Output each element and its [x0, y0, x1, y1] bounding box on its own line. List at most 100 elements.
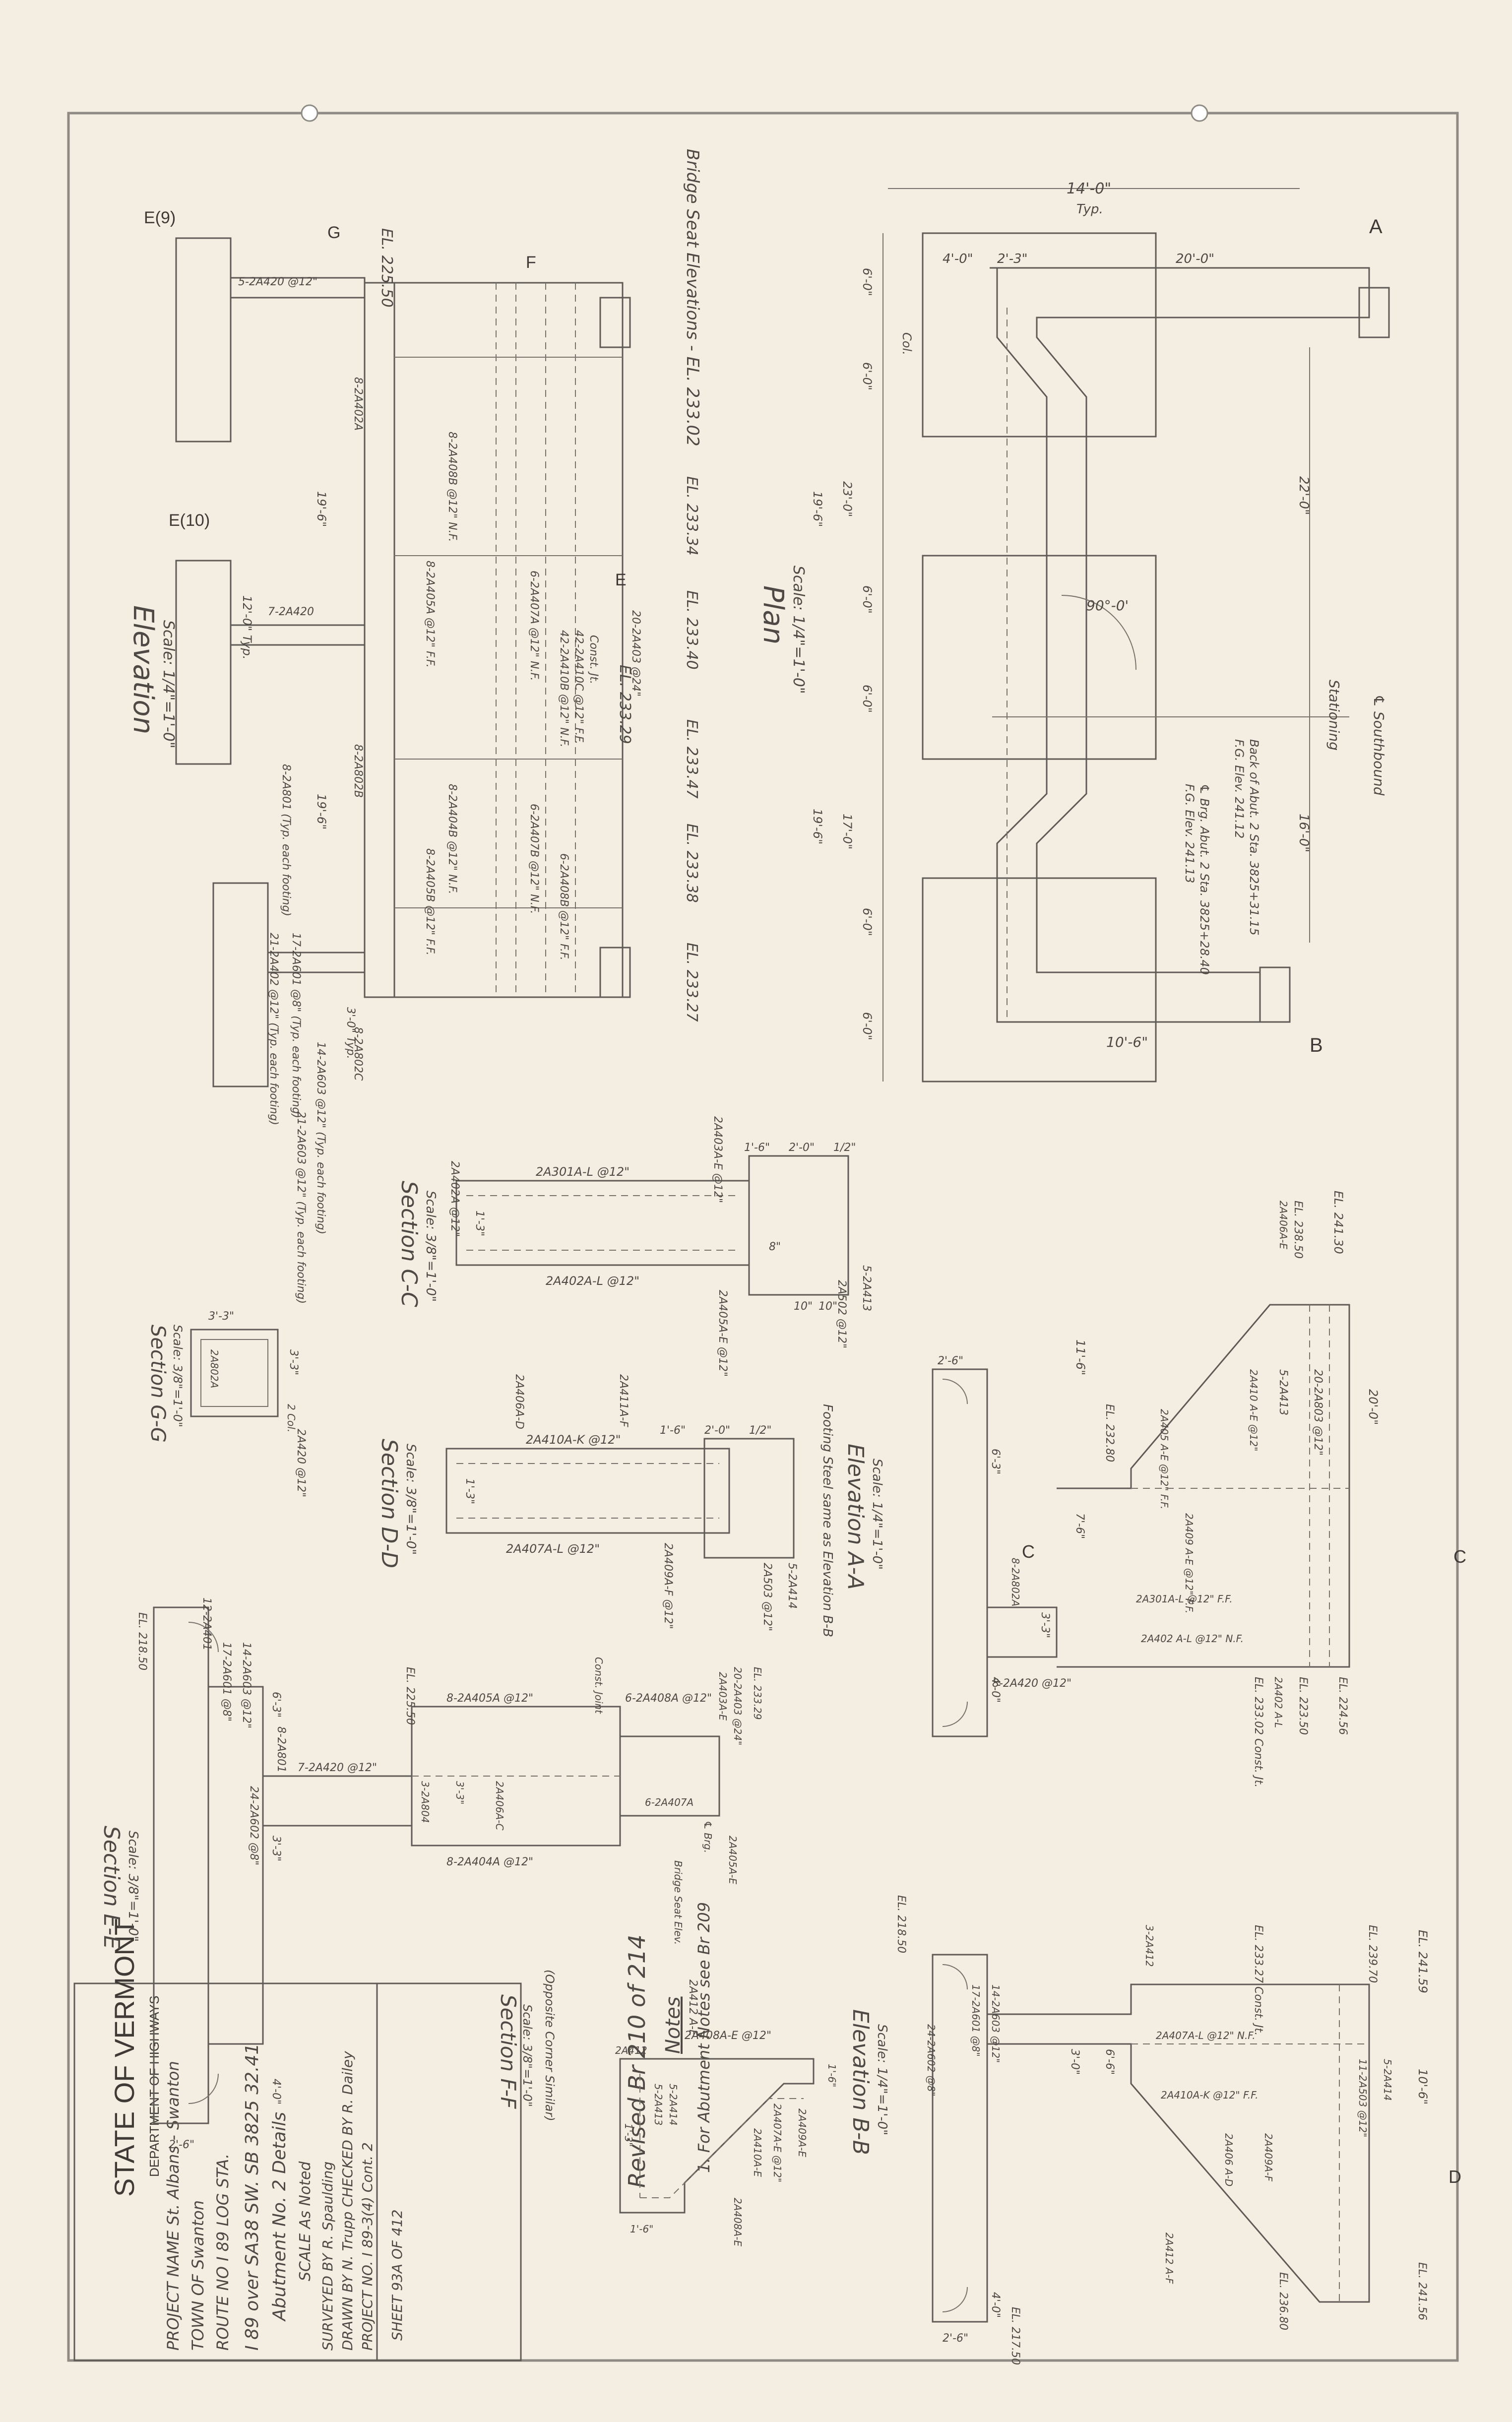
plan-col: Col.: [900, 332, 914, 355]
detail-label: 2A405A-E @12": [716, 1290, 729, 1377]
detail-label: 2A403A-E: [717, 1672, 729, 1721]
detail-label: 1'-6": [660, 1424, 686, 1437]
elevation-bb-scale: Scale: 1/4"=1'-0": [875, 2024, 889, 2135]
plan-dim: 17'-0": [840, 814, 854, 849]
section-ee-scale: Scale: 3/8"=1'-0": [126, 1831, 140, 1942]
detail-label: 1'-3": [463, 1478, 476, 1504]
bb-label: 2A412 A-F: [1163, 2232, 1175, 2284]
detail-label: 2A301A-L @12": [536, 1165, 630, 1179]
aa-label: 8-2A802A: [1009, 1558, 1021, 1606]
plan-dim: 19'-6": [811, 491, 824, 527]
bar-label: 8-2A405B @12" F.F.: [424, 848, 436, 956]
title-route: ROUTE NO I 89 LOG STA.: [213, 2154, 232, 2351]
bar-label: 5-2A420 @12": [238, 276, 317, 288]
section-mark-e: E: [615, 571, 627, 589]
el-top: EL. 225.50: [378, 228, 395, 308]
plan-dim: 4'-0": [943, 252, 973, 266]
detail-label: 2A420 @12": [295, 1429, 307, 1497]
section-dd-scale: Scale: 3/8"=1'-0": [403, 1444, 418, 1555]
bar-label: 8-2A404B @12" N.F.: [446, 784, 458, 894]
bar-label: 8-2A801 (Typ. each footing): [280, 764, 292, 916]
bb-label: 2A410A-K @12" F.F.: [1161, 2089, 1259, 2101]
section-gg-scale: Scale: 3/8"=1'-0": [171, 1325, 185, 1427]
plan-left-dims: 6'-0" 6'-0" 19'-6" 23'-0" 6'-0" 6'-0" 19…: [811, 268, 1387, 1040]
plan-back-abut: Back of Abut. 2 Sta. 3825+31.15: [1247, 739, 1261, 936]
aa-label: 4'-0": [989, 1677, 1002, 1703]
detail-label: 6-2A408A @12": [625, 1692, 712, 1705]
detail-label: EL. 233.29: [752, 1667, 763, 1720]
section-dd-title: Section D-D: [377, 1439, 402, 1568]
section-mark-a: A: [1369, 216, 1383, 238]
section-ff-title: Section F-F: [496, 1994, 520, 2109]
plan-fg-elev-1: F.G. Elev. 241.12: [1232, 739, 1246, 838]
bar-label: 17-2A601 @8" (Typ. each footing): [290, 933, 302, 1118]
bar-label: 8-2A402A: [352, 377, 364, 431]
title-surveyed: SURVEYED BY R. Spaulding: [319, 2162, 336, 2351]
bb-label: EL. 233.27 Const. Jt.: [1252, 1925, 1264, 2036]
detail-label: 8-2A801: [275, 1726, 287, 1773]
detail-label: 2'-6": [169, 2139, 194, 2151]
elevation-aa-scale: Scale: 1/4"=1'-0": [870, 1459, 884, 1570]
bar-label: 8-2A405A @12" F.F.: [424, 561, 436, 668]
section-mark-f: F: [526, 253, 536, 272]
detail-label: 2'-0": [704, 1424, 730, 1437]
detail-label: 2 Col.: [285, 1404, 297, 1432]
detail-label: 8-2A404A @12": [446, 1856, 533, 1868]
detail-label: 2A409A-F @12": [662, 1543, 674, 1629]
bb-label: EL. 241.59: [1416, 1930, 1430, 1993]
plan-brg-abut: ℄ Brg. Abut. 2 Sta. 3825+28.40: [1197, 784, 1211, 975]
bridge-seat-note: Bridge Seat Elevations - EL. 233.02: [683, 149, 702, 446]
bar-label: 8-2A802B: [352, 744, 364, 798]
bb-label: EL. 217.50: [1009, 2307, 1021, 2365]
elevation-title: Elevation: [127, 605, 159, 734]
aa-label: 11'-6": [1073, 1339, 1087, 1375]
plan-dim: 6'-0": [860, 1012, 874, 1040]
plan-typ: Typ.: [1076, 202, 1103, 217]
plan-dim: 23'-0": [840, 481, 854, 517]
detail-label: 10": [794, 1300, 813, 1313]
section-ee-upper: EL. 225.50 8-2A405A @12" 7-2A420 @12" 3-…: [298, 1657, 763, 1945]
bar-label: 20-2A403 @24": [630, 610, 642, 697]
bar-label: 14-2A603 @12" (Typ. each footing): [315, 1042, 327, 1234]
detail-label: 3'-3": [287, 1349, 300, 1375]
aa-label: EL. 238.50: [1292, 1201, 1304, 1259]
plan-dim: 6'-0": [860, 908, 874, 936]
dim-label: 3'-0" Typ.: [344, 1007, 357, 1059]
plan-scale: Scale: 1/4"=1'-0": [790, 566, 807, 694]
section-dd: 2A406A-D 2A411A-F 2A410A-K @12" 2A407A-L…: [445, 1374, 798, 1631]
section-ee-title: Section E-E: [99, 1826, 124, 1949]
el-value: EL. 233.29: [616, 665, 633, 744]
stamp-e9: E(9): [144, 208, 176, 227]
section-mark-c-right: C: [1453, 1546, 1466, 1567]
stamp-e10: E(10): [169, 511, 210, 530]
detail-label: 3'-3": [270, 1836, 282, 1861]
title-project-name: PROJECT NAME St. Albans - Swanton: [164, 2061, 183, 2351]
plan-title: Plan: [757, 585, 789, 644]
bar-label: 8-2A802C: [352, 1027, 364, 1081]
detail-label: EL. 218.50: [136, 1612, 148, 1670]
bb-label: 2A407A-L @12" N.F.: [1156, 2030, 1256, 2041]
elevation-view: G F E E(9) E(10): [144, 208, 631, 1087]
section-mark-c-left: C: [1022, 1541, 1035, 1562]
detail-label: EL. 225.50: [404, 1667, 416, 1725]
title-abutment: Abutment No. 2 Details: [269, 2112, 290, 2322]
elevation-aa-title: Elevation A-A: [843, 1444, 868, 1590]
aa-label: 5-2A413: [1277, 1369, 1289, 1415]
detail-label: 3'-3": [454, 1781, 466, 1804]
bar-label: 21-2A603 @12" (Typ. each footing): [295, 1111, 307, 1304]
detail-label: 5-2A413: [860, 1265, 873, 1311]
plan-dim: 20'-0": [1176, 252, 1214, 266]
detail-label: 2A407A-L @12": [506, 1542, 600, 1556]
detail-label: 2A412 A-E: [687, 1979, 699, 2037]
section-cc: 2A402A @12" 2A301A-L @12" 2A402A-L @12" …: [448, 1116, 873, 1377]
bb-label: EL. 241.56: [1416, 2262, 1428, 2320]
el-value: EL. 233.40: [683, 590, 700, 670]
section-ff: 2A408A-E @12" 2A412 A-E 2A407A-E @12" 5-…: [615, 1979, 838, 2246]
bb-label: 5-2A414: [1382, 2059, 1393, 2101]
detail-label: 8-2A405A @12": [446, 1692, 533, 1705]
plan-dim: 22'-0": [1296, 476, 1311, 515]
bar-label: 21-2A402 @12" (Typ. each footing): [267, 933, 280, 1125]
punch-hole: [301, 104, 318, 122]
